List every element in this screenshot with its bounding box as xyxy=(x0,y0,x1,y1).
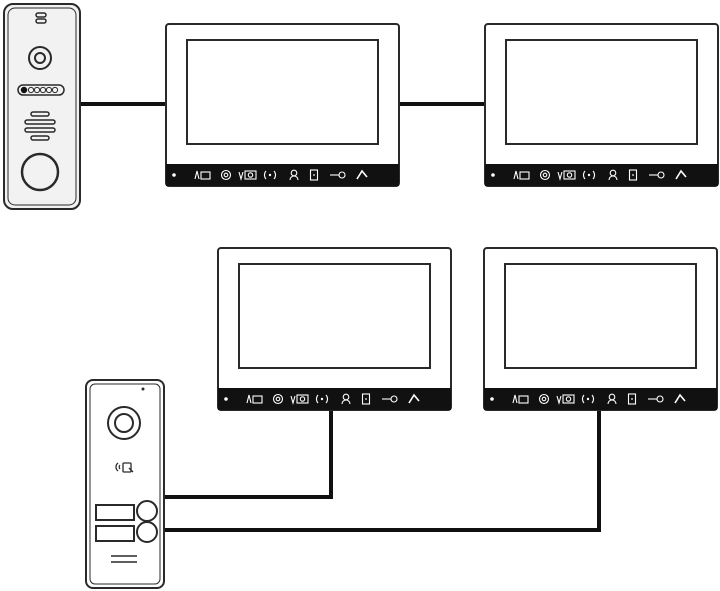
door-icon[interactable] xyxy=(627,393,637,405)
speaker-grille-top xyxy=(35,12,47,18)
monitor-screen xyxy=(186,39,379,145)
contact-icon[interactable] xyxy=(608,169,618,181)
key-icon[interactable] xyxy=(330,171,346,179)
sensor-icon[interactable] xyxy=(194,170,211,180)
control-bar xyxy=(485,164,718,186)
handset-icon[interactable] xyxy=(675,169,687,180)
gear-icon[interactable] xyxy=(272,393,284,405)
speaker-grille xyxy=(24,111,56,141)
intercom-icon[interactable] xyxy=(315,394,329,404)
door-icon[interactable] xyxy=(628,169,638,181)
gear-icon[interactable] xyxy=(539,169,551,181)
door-station-body xyxy=(3,3,81,210)
two-button-door-station xyxy=(85,379,165,589)
contact-icon[interactable] xyxy=(289,169,299,181)
key-icon[interactable] xyxy=(382,395,398,403)
indicator-led xyxy=(141,387,145,391)
wire-button-2-to-monitor-4 xyxy=(165,410,601,532)
led-icon[interactable] xyxy=(490,397,494,401)
camera-icon xyxy=(107,406,141,440)
single-button-door-station xyxy=(3,3,81,210)
door-station-inner xyxy=(7,7,77,206)
snapshot-icon[interactable] xyxy=(556,394,575,406)
monitor-3 xyxy=(217,247,452,411)
door-icon[interactable] xyxy=(309,169,319,181)
call-button-2[interactable] xyxy=(136,521,158,543)
monitors xyxy=(165,23,719,411)
monitor-screen xyxy=(505,39,698,145)
intercom-icon[interactable] xyxy=(581,394,595,404)
name-plate-1 xyxy=(95,504,135,521)
led-icon[interactable] xyxy=(172,173,176,177)
control-bar xyxy=(484,388,717,410)
intercom-icon[interactable] xyxy=(263,170,277,180)
control-bar xyxy=(166,164,399,186)
monitor-4 xyxy=(483,247,718,411)
snapshot-icon[interactable] xyxy=(238,170,257,182)
gear-icon[interactable] xyxy=(538,393,550,405)
door-icon[interactable] xyxy=(361,393,371,405)
handset-icon[interactable] xyxy=(356,169,368,180)
contact-icon[interactable] xyxy=(607,393,617,405)
monitor-screen xyxy=(504,263,697,369)
gear-icon[interactable] xyxy=(220,169,232,181)
snapshot-icon[interactable] xyxy=(290,394,309,406)
key-icon[interactable] xyxy=(648,395,664,403)
sensor-icon[interactable] xyxy=(512,394,529,404)
monitor-screen xyxy=(238,263,431,369)
wire-button-1-to-monitor-3 xyxy=(165,410,333,499)
control-bar xyxy=(218,388,451,410)
sensor-icon[interactable] xyxy=(513,170,530,180)
key-icon[interactable] xyxy=(649,171,665,179)
handset-icon[interactable] xyxy=(674,393,686,404)
led-icon[interactable] xyxy=(224,397,228,401)
intercom-icon[interactable] xyxy=(582,170,596,180)
sensor-icon[interactable] xyxy=(246,394,263,404)
camera-icon xyxy=(28,46,52,70)
name-plate-2 xyxy=(95,525,135,542)
wires-bottom xyxy=(165,410,601,532)
card-reader-icon xyxy=(115,462,134,473)
snapshot-icon[interactable] xyxy=(557,170,576,182)
speaker-grille xyxy=(111,555,137,563)
handset-icon[interactable] xyxy=(408,393,420,404)
contact-icon[interactable] xyxy=(341,393,351,405)
led-icon[interactable] xyxy=(491,173,495,177)
call-button[interactable] xyxy=(20,152,60,192)
ir-led-strip xyxy=(17,84,65,96)
monitor-1 xyxy=(165,23,400,187)
monitor-2 xyxy=(484,23,719,187)
door-station-2-body xyxy=(85,379,165,589)
